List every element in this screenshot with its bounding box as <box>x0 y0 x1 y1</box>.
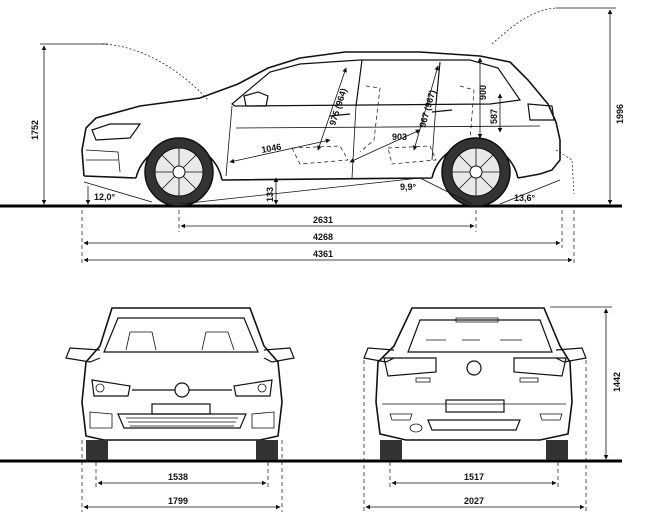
side-taillight <box>527 103 555 121</box>
rear-reflector-right <box>539 413 563 421</box>
rear-taillight-right <box>513 357 567 377</box>
front-view: 1538 1799 <box>0 307 330 512</box>
dim-overall-height: 1752 <box>30 120 40 140</box>
dim-front-legroom-line <box>229 138 331 164</box>
dim-wheelbase: 2631 <box>313 215 333 225</box>
rear-license-plate <box>445 399 505 413</box>
side-rear-overhang <box>555 149 575 195</box>
side-view: 1752 1996 975 (964) 967 (967) 900 587 10… <box>0 7 625 264</box>
front-lamp-right <box>257 383 267 393</box>
rear-mirror-right <box>555 347 587 363</box>
rear-tyre-right <box>546 440 568 460</box>
rear-view: 1442 1517 2027 <box>330 306 622 512</box>
ramp-angle-line-right <box>419 177 473 205</box>
side-open-bonnet <box>101 43 209 101</box>
rear-mirror-left <box>363 347 395 363</box>
front-mirror-left <box>65 347 101 363</box>
dim-rear-track: 1517 <box>464 472 484 482</box>
dim-height-tailgate: 1996 <box>615 104 625 124</box>
front-tyre-right <box>256 440 278 460</box>
side-open-tailgate <box>491 7 557 45</box>
rear-vw-logo <box>466 360 482 376</box>
front-lamp-left <box>95 383 105 393</box>
approach-angle-line <box>83 181 153 203</box>
front-windscreen <box>103 317 259 353</box>
side-headlight <box>91 123 142 141</box>
dim-length-body: 4268 <box>313 232 333 242</box>
dim-ramp-angle: 9,9° <box>400 182 417 192</box>
dim-departure-angle: 13,6° <box>514 193 536 203</box>
dim-front-legroom: 1046 <box>261 142 282 155</box>
front-fog-left <box>89 411 113 429</box>
front-mirror-right <box>263 347 295 363</box>
side-front-wheel <box>144 137 214 207</box>
rear-window-wiper <box>455 317 499 323</box>
front-headlight-right <box>233 379 273 397</box>
front-intake-mesh <box>126 417 238 427</box>
front-seat-headrests <box>125 331 235 351</box>
front-headlight-left <box>91 379 131 397</box>
rear-diffuser <box>427 419 521 431</box>
dim-rear-height: 1442 <box>612 372 622 392</box>
side-front-bumper <box>85 149 121 173</box>
dim-length-overall: 4361 <box>313 249 333 259</box>
rear-exhaust <box>409 423 423 433</box>
side-door-handles <box>329 109 453 117</box>
rear-window <box>407 319 553 353</box>
rear-badge-right <box>519 377 539 383</box>
rear-badge-left <box>415 377 431 383</box>
side-seat-outlines <box>291 85 475 165</box>
rear-tyre-left <box>380 440 402 460</box>
departure-angle-line <box>499 179 561 205</box>
dim-cargo-height: 900 <box>478 85 488 100</box>
front-lower-intake <box>117 413 247 429</box>
dim-front-track: 1538 <box>168 472 188 482</box>
rear-reflector-left <box>389 413 413 421</box>
rear-taillight-left <box>383 357 437 377</box>
front-vw-logo <box>174 382 190 398</box>
dim-sill-height: 587 <box>489 109 499 124</box>
front-tyre-left <box>86 440 108 460</box>
ramp-angle-line-left <box>179 177 421 205</box>
side-window-frame <box>231 59 522 107</box>
dim-front-headroom: 975 (964) <box>327 87 348 127</box>
dim-rear-width: 2027 <box>464 496 484 506</box>
front-fog-right <box>251 411 275 429</box>
dim-rear-legroom: 903 <box>392 132 407 142</box>
dim-rear-legroom-line <box>349 129 421 163</box>
side-b-pillar <box>355 59 363 107</box>
dim-front-headroom-line <box>317 67 347 151</box>
dim-front-width: 1799 <box>168 496 188 506</box>
dim-approach-angle: 12,0° <box>94 192 116 202</box>
front-license-plate <box>151 403 211 415</box>
side-c-pillar <box>435 61 441 105</box>
side-rear-wheel <box>441 137 511 207</box>
side-mirror <box>243 91 269 107</box>
rear-car-body <box>375 307 573 441</box>
